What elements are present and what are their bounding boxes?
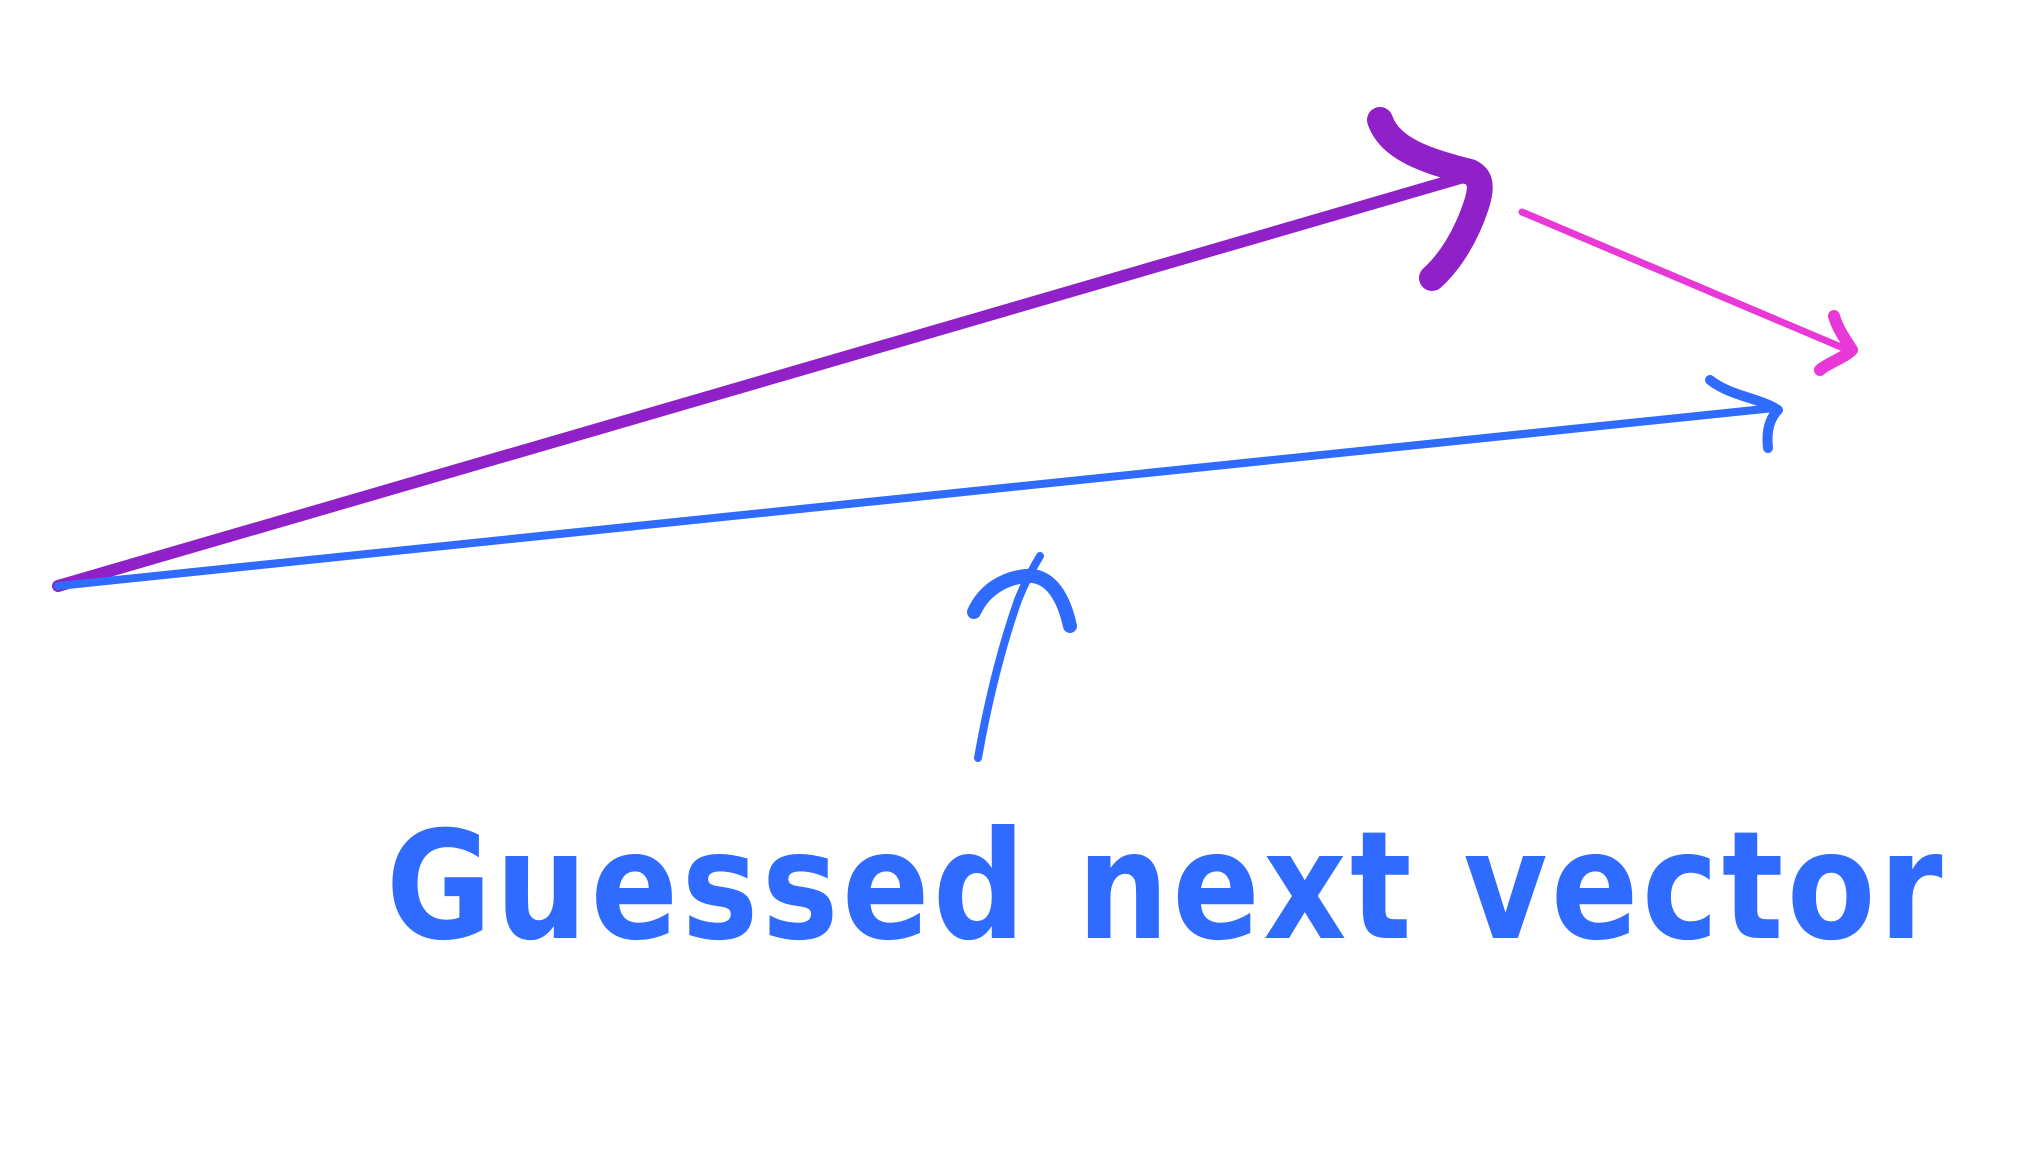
guessed-next-vector-label: Guessed next vector (386, 800, 1946, 974)
guessed-vector-arrow (54, 375, 1783, 590)
primary-vector-head (1367, 107, 1493, 291)
difference-vector-head (1814, 310, 1858, 376)
difference-vector-arrow (1518, 208, 1858, 376)
difference-vector-shaft (1518, 208, 1852, 354)
primary-vector-arrow (52, 107, 1493, 592)
primary-vector-shaft (52, 168, 1480, 592)
pointer-arrow (967, 552, 1077, 762)
pointer-arrow-head (967, 568, 1077, 633)
guessed-vector-head (1705, 375, 1783, 453)
guessed-vector-shaft (54, 404, 1778, 590)
